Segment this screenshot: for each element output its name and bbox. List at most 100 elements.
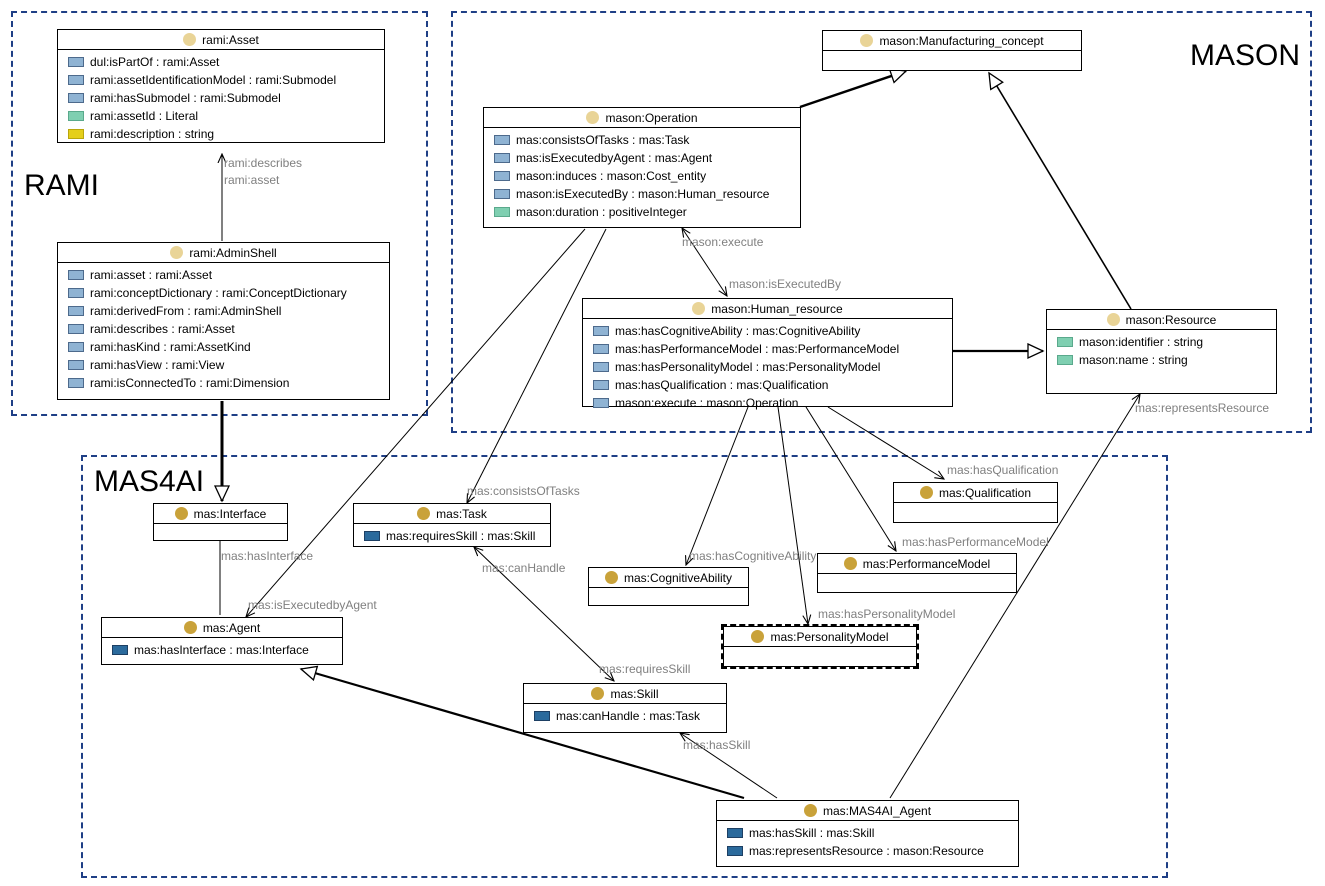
class-mas-skill[interactable]: mas:Skill mas:canHandle : mas:Task — [523, 683, 727, 733]
edge-label-has-performance-model: mas:hasPerformanceModel — [902, 535, 1049, 549]
package-label-rami: RAMI — [24, 169, 99, 202]
object-property-icon — [593, 326, 609, 336]
property-row[interactable]: mas:requiresSkill : mas:Skill — [364, 527, 544, 545]
annotation-property-icon — [68, 129, 84, 139]
object-property-icon — [364, 531, 380, 541]
property-row[interactable]: mason:duration : positiveInteger — [494, 203, 794, 221]
property-row[interactable]: rami:derivedFrom : rami:AdminShell — [68, 302, 383, 320]
class-title: mas:CognitiveAbility — [623, 570, 733, 585]
object-property-icon — [68, 93, 84, 103]
property-row[interactable]: mason:identifier : string — [1057, 333, 1270, 351]
property-row[interactable]: dul:isPartOf : rami:Asset — [68, 53, 378, 71]
class-mason-manufacturing-concept[interactable]: mason:Manufacturing_concept — [822, 30, 1082, 71]
property-label: mas:hasSkill : mas:Skill — [749, 826, 875, 840]
property-row[interactable]: mas:consistsOfTasks : mas:Task — [494, 131, 794, 149]
class-rami-asset[interactable]: rami:Asset dul:isPartOf : rami:Asset rami:… — [57, 29, 385, 143]
edge-label-has-cognitive-ability: mas:hasCognitiveAbility — [689, 549, 816, 563]
property-row[interactable]: mas:representsResource : mason:Resource — [727, 842, 1012, 860]
class-title: mas:Agent — [202, 620, 261, 635]
property-row[interactable]: rami:hasView : rami:View — [68, 356, 383, 374]
property-row[interactable]: rami:assetIdentificationModel : rami:Sub… — [68, 71, 378, 89]
property-label: mason:execute : mason:Operation — [615, 396, 799, 410]
property-label: mas:canHandle : mas:Task — [556, 709, 701, 723]
property-row[interactable]: rami:hasSubmodel : rami:Submodel — [68, 89, 378, 107]
class-mas-task[interactable]: mas:Task mas:requiresSkill : mas:Skill — [353, 503, 551, 547]
class-icon — [751, 630, 765, 643]
class-header: mas:Interface — [154, 504, 287, 524]
class-icon — [591, 687, 605, 700]
property-row[interactable]: rami:isConnectedTo : rami:Dimension — [68, 374, 383, 392]
property-row[interactable]: mas:canHandle : mas:Task — [534, 707, 720, 725]
class-properties: mason:identifier : string mason:name : st… — [1047, 330, 1276, 373]
package-label-mason: MASON — [1190, 39, 1301, 72]
property-label: mas:hasPersonalityModel : mas:Personalit… — [615, 360, 881, 374]
edge-label-execute: mason:execute — [682, 235, 764, 249]
edge-label-describes: rami:describes — [224, 156, 302, 170]
object-property-icon — [68, 342, 84, 352]
property-row[interactable]: mas:hasInterface : mas:Interface — [112, 641, 336, 659]
property-row[interactable]: mas:hasPerformanceModel : mas:Performanc… — [593, 340, 946, 358]
property-row[interactable]: rami:conceptDictionary : rami:ConceptDic… — [68, 284, 383, 302]
property-label: rami:derivedFrom : rami:AdminShell — [90, 304, 282, 318]
property-label: mason:name : string — [1079, 353, 1188, 367]
class-title: mas:Task — [436, 506, 487, 521]
property-row[interactable]: rami:asset : rami:Asset — [68, 266, 383, 284]
data-property-icon — [494, 207, 510, 217]
edge-label-asset: rami:asset — [224, 173, 280, 187]
data-property-icon — [68, 111, 84, 121]
property-label: mason:identifier : string — [1079, 335, 1204, 349]
object-property-icon — [494, 189, 510, 199]
class-mas-performance-model[interactable]: mas:PerformanceModel — [817, 553, 1017, 593]
class-mas-qualification[interactable]: mas:Qualification — [893, 482, 1058, 523]
property-row[interactable]: rami:describes : rami:Asset — [68, 320, 383, 338]
property-row[interactable]: rami:hasKind : rami:AssetKind — [68, 338, 383, 356]
class-icon — [843, 557, 857, 570]
property-row[interactable]: mason:induces : mason:Cost_entity — [494, 167, 794, 185]
class-header: mason:Human_resource — [583, 299, 952, 319]
edge-label-can-handle: mas:canHandle — [482, 561, 566, 575]
edge-mas4aiagent-to-agent — [301, 669, 745, 800]
class-icon — [586, 111, 600, 124]
property-row[interactable]: mason:isExecutedBy : mason:Human_resourc… — [494, 185, 794, 203]
property-row[interactable]: rami:description : string — [68, 125, 378, 143]
property-label: rami:assetIdentificationModel : rami:Sub… — [90, 73, 337, 87]
class-properties: mas:hasInterface : mas:Interface — [102, 638, 342, 663]
class-properties: mas:requiresSkill : mas:Skill — [354, 524, 550, 549]
class-icon — [174, 507, 188, 520]
property-row[interactable]: rami:assetId : Literal — [68, 107, 378, 125]
property-label: rami:description : string — [90, 127, 215, 141]
property-row[interactable]: mas:isExecutedbyAgent : mas:Agent — [494, 149, 794, 167]
data-property-icon — [1057, 337, 1073, 347]
data-property-icon — [1057, 355, 1073, 365]
edge-label-has-skill: mas:hasSkill — [683, 738, 750, 752]
class-title: rami:Asset — [202, 32, 259, 47]
class-properties: dul:isPartOf : rami:Asset rami:assetIdent… — [58, 50, 384, 147]
property-row[interactable]: mas:hasSkill : mas:Skill — [727, 824, 1012, 842]
property-label: mas:hasQualification : mas:Qualification — [615, 378, 829, 392]
class-mas-cognitive-ability[interactable]: mas:CognitiveAbility — [588, 567, 749, 606]
class-header: mason:Resource — [1047, 310, 1276, 330]
class-icon — [170, 246, 184, 259]
edge-has-qualification — [827, 406, 944, 479]
class-mas-interface[interactable]: mas:Interface — [153, 503, 288, 541]
property-row[interactable]: mas:hasPersonalityModel : mas:Personalit… — [593, 358, 946, 376]
property-row[interactable]: mason:execute : mason:Operation — [593, 394, 946, 412]
class-mas-personality-model[interactable]: mas:PersonalityModel — [721, 624, 919, 669]
class-properties — [154, 524, 287, 531]
class-header: mas:Skill — [524, 684, 726, 704]
class-title: mason:Manufacturing_concept — [879, 33, 1044, 48]
edge-label-has-interface: mas:hasInterface — [221, 549, 313, 563]
property-row[interactable]: mas:hasCognitiveAbility : mas:CognitiveA… — [593, 322, 946, 340]
property-row[interactable]: mas:hasQualification : mas:Qualification — [593, 376, 946, 394]
class-mason-human-resource[interactable]: mason:Human_resource mas:hasCognitiveAbil… — [582, 298, 953, 410]
class-mas-agent[interactable]: mas:Agent mas:hasInterface : mas:Interfac… — [101, 617, 343, 665]
property-label: mason:duration : positiveInteger — [516, 205, 687, 219]
property-label: dul:isPartOf : rami:Asset — [90, 55, 220, 69]
class-icon — [183, 621, 197, 634]
property-row[interactable]: mason:name : string — [1057, 351, 1270, 369]
